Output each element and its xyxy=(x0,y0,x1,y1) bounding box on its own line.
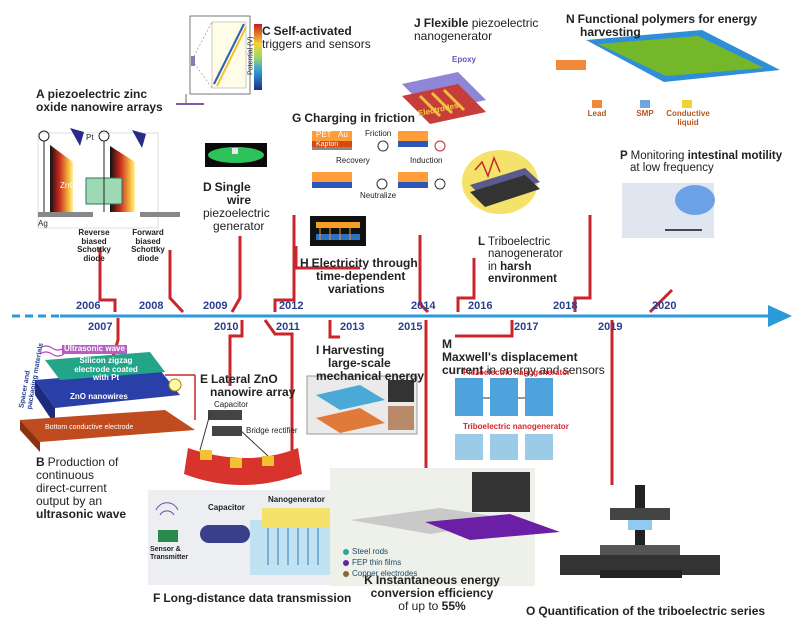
panel-g-kapton: Kapton xyxy=(316,141,339,148)
year-2009: 2009 xyxy=(203,300,228,312)
panel-f-capacitor: Capacitor xyxy=(208,503,245,512)
panel-c-graphic xyxy=(176,15,262,105)
panel-n-graphic xyxy=(556,30,780,108)
panel-p-graphic xyxy=(622,183,715,238)
panel-g-recovery: Recovery xyxy=(336,156,370,165)
panel-k-steel: Steel rods xyxy=(352,547,389,556)
year-2010: 2010 xyxy=(214,321,239,333)
panel-e-capacitor: Capacitor xyxy=(214,400,249,409)
year-2015: 2015 xyxy=(398,321,423,333)
year-2012: 2012 xyxy=(279,300,304,312)
panel-g-graphic xyxy=(312,131,446,190)
year-2018: 2018 xyxy=(553,300,578,312)
year-2019: 2019 xyxy=(598,321,623,333)
panel-a-zno: ZnO xyxy=(60,181,76,190)
panel-f-nano: Nanogenerator xyxy=(268,495,325,504)
year-2020: 2020 xyxy=(652,300,677,312)
panel-n-lead: Lead xyxy=(587,109,607,118)
panel-f-sensor: Sensor &Transmitter xyxy=(150,546,189,561)
year-2017: 2017 xyxy=(514,321,539,333)
panel-g-friction: Friction xyxy=(365,129,392,138)
panel-l-graphic xyxy=(462,150,540,214)
panel-n-smp: SMP xyxy=(636,109,654,118)
panel-i-graphic xyxy=(306,375,418,435)
panel-k-graphic xyxy=(330,468,560,586)
panel-g-au: Au xyxy=(338,130,348,139)
panel-a-ag: Ag xyxy=(38,219,48,228)
panel-g-pet: PET xyxy=(316,130,332,139)
year-2014: 2014 xyxy=(411,300,436,312)
panel-k-copper: Copper electrodes xyxy=(352,569,418,578)
panel-o-graphic xyxy=(560,485,720,578)
panel-g-induction: Induction xyxy=(410,156,443,165)
panel-j-epoxy: Epoxy xyxy=(452,55,477,64)
panel-a-graphic xyxy=(37,128,180,229)
year-2006: 2006 xyxy=(76,300,101,312)
panel-a-pt: Pt xyxy=(86,133,94,142)
panel-b-wave: Ultrasonic wave xyxy=(62,344,127,354)
panel-f-graphic xyxy=(148,490,338,585)
year-2013: 2013 xyxy=(340,321,365,333)
panel-m-graphic xyxy=(455,378,553,460)
panel-j-graphic xyxy=(402,72,486,124)
panel-b-nanowires: ZnO nanowires xyxy=(70,392,128,401)
panel-k-fep: FEP thin films xyxy=(352,558,402,567)
panel-b-bottom: Bottom conductive electrode xyxy=(45,424,134,431)
panel-m-title: M Maxwell's displacement current in ener… xyxy=(442,337,605,377)
panel-d-graphic xyxy=(205,143,267,167)
year-2016: 2016 xyxy=(468,300,493,312)
year-2008: 2008 xyxy=(139,300,164,312)
panel-e-bridge: Bridge rectifier xyxy=(246,426,298,435)
year-2007: 2007 xyxy=(88,321,113,333)
year-2011: 2011 xyxy=(276,321,300,333)
panel-g-neutralize: Neutralize xyxy=(360,191,397,200)
panel-h-graphic xyxy=(310,216,366,246)
panel-m-tribo: Triboelectric nanogenerator xyxy=(463,422,569,431)
panel-b-graphic xyxy=(20,345,196,452)
timeline-arrowhead xyxy=(768,305,792,327)
panel-e-graphic xyxy=(184,410,302,485)
panel-c-axis: Potential (V) xyxy=(247,36,255,76)
panel-m-piezo: Piezoelectric nanogenerator xyxy=(463,368,571,377)
